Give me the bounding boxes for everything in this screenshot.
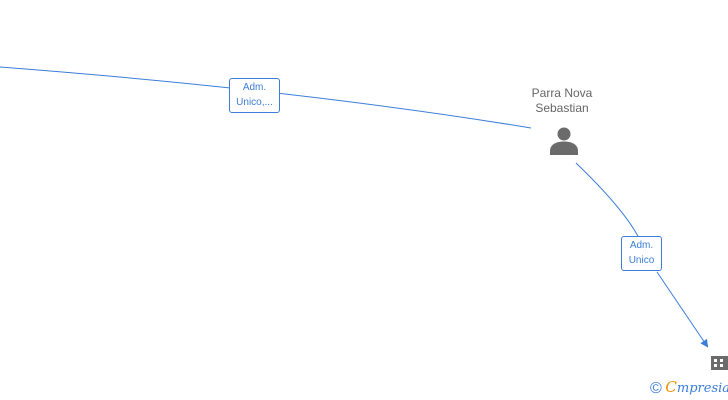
copyright-icon: © xyxy=(650,380,662,397)
edge-line-right[interactable] xyxy=(575,162,707,346)
brand-initial: C xyxy=(665,378,677,396)
person-name-line2: Sebastian xyxy=(535,101,589,115)
person-icon[interactable] xyxy=(548,126,580,156)
edge-label-line2: Unico xyxy=(628,255,655,266)
brand-watermark: © Cmpresia xyxy=(650,378,728,398)
edge-label-adm-unico-right[interactable]: Adm. Unico xyxy=(621,236,662,271)
edge-line-left[interactable] xyxy=(0,66,532,129)
brand-name-rest: mpresia xyxy=(676,381,728,396)
person-node-name[interactable]: Parra Nova Sebastian xyxy=(512,86,612,116)
building-icon[interactable] xyxy=(710,354,728,370)
edge-label-line1: Adm. xyxy=(629,240,654,251)
edge-label-line1: Adm. xyxy=(242,82,267,93)
edge-label-adm-unico-left[interactable]: Adm. Unico,... xyxy=(229,78,280,113)
person-name-line1: Parra Nova xyxy=(531,86,593,100)
edge-label-line2: Unico,... xyxy=(236,97,273,108)
